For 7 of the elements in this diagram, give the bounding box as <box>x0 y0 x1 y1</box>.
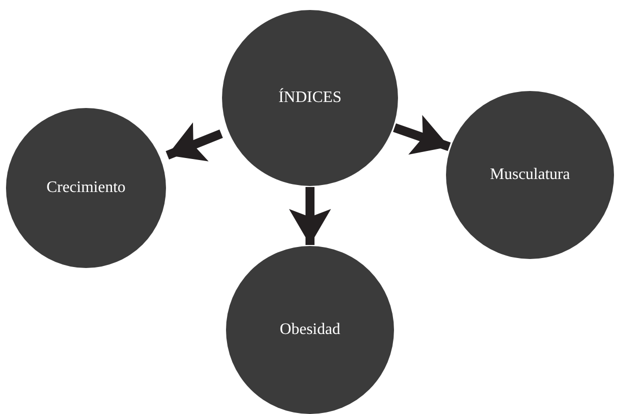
node-label: Musculatura <box>490 166 570 184</box>
node-label: Crecimiento <box>46 179 126 197</box>
arrow <box>166 122 223 162</box>
arrow <box>289 187 331 245</box>
node-label: ÍNDICES <box>278 89 342 107</box>
node-label: Obesidad <box>280 321 340 339</box>
arrow <box>393 115 451 155</box>
